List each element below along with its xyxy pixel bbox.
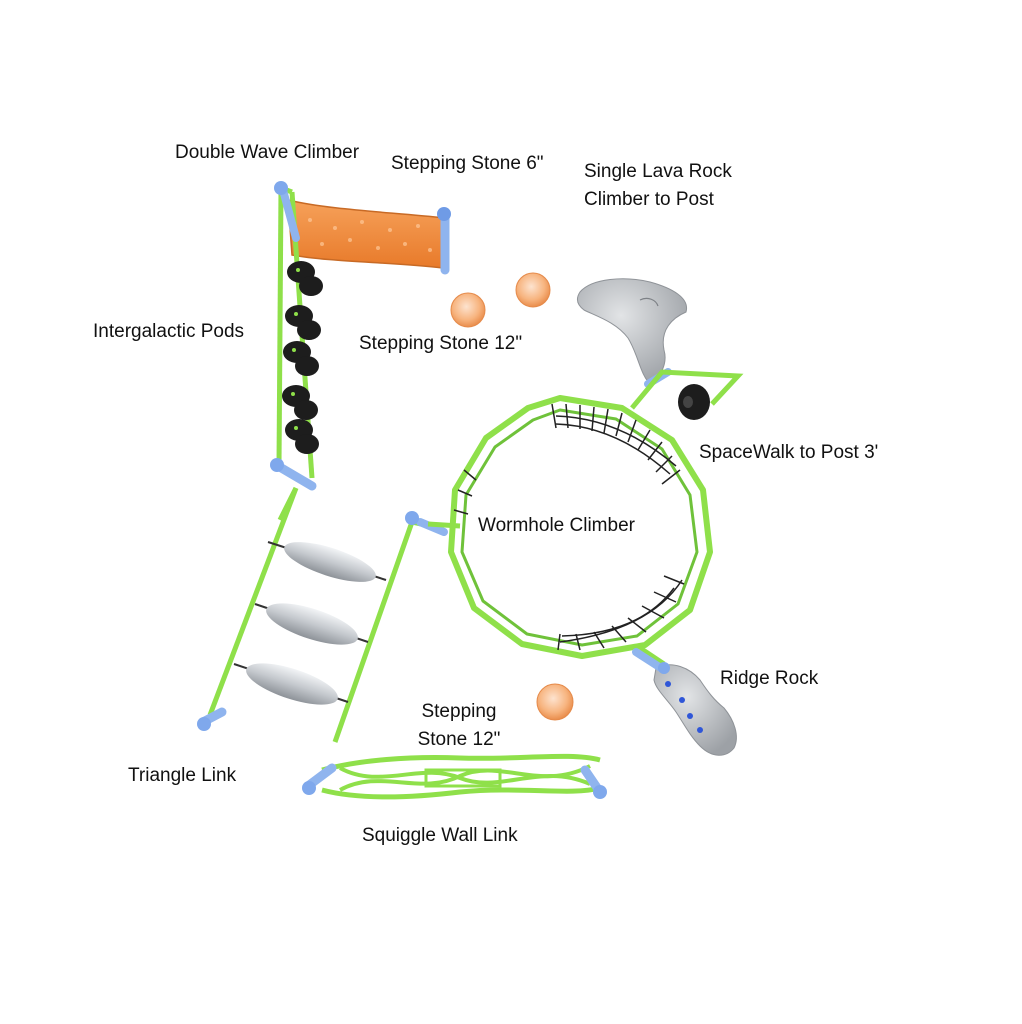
stepping-stone-12-top	[450, 292, 486, 328]
label-intergalactic-pods: Intergalactic Pods	[93, 321, 245, 342]
wormhole-climber	[427, 395, 713, 667]
label-stepping-stone-12-bottom-line2: Stone 12"	[417, 729, 501, 750]
squiggle-wall-link	[302, 753, 607, 800]
ridge-rock	[632, 648, 737, 756]
triangle-link	[197, 486, 448, 743]
stepping-stone-12-bottom	[536, 683, 574, 721]
label-double-wave-climber: Double Wave Climber	[175, 142, 360, 163]
label-stepping-stone-12-bottom-line1: Stepping	[421, 701, 497, 722]
label-ridge-rock: Ridge Rock	[720, 668, 819, 689]
stepping-stone-6	[515, 272, 551, 308]
spacewalk-to-post	[630, 369, 744, 420]
label-stepping-stone-6: Stepping Stone 6"	[391, 153, 544, 174]
label-squiggle-wall-link: Squiggle Wall Link	[362, 825, 518, 846]
label-stepping-stone-12-bottom: Stepping Stone 12"	[404, 698, 514, 754]
label-wormhole-climber: Wormhole Climber	[478, 515, 635, 536]
triangle-link-rungs	[233, 541, 387, 705]
double-wave-climber	[287, 199, 451, 275]
single-lava-rock-climber	[576, 278, 688, 388]
label-single-lava-rock-line2: Climber to Post	[584, 189, 714, 210]
intergalactic-pods	[270, 181, 323, 491]
label-single-lava-rock-line1: Single Lava Rock	[584, 161, 732, 182]
label-single-lava-rock: Single Lava Rock Climber to Post	[584, 158, 732, 214]
label-spacewalk-to-post: SpaceWalk to Post 3'	[699, 442, 879, 463]
label-stepping-stone-12-top: Stepping Stone 12"	[359, 333, 523, 354]
label-triangle-link: Triangle Link	[128, 765, 237, 786]
